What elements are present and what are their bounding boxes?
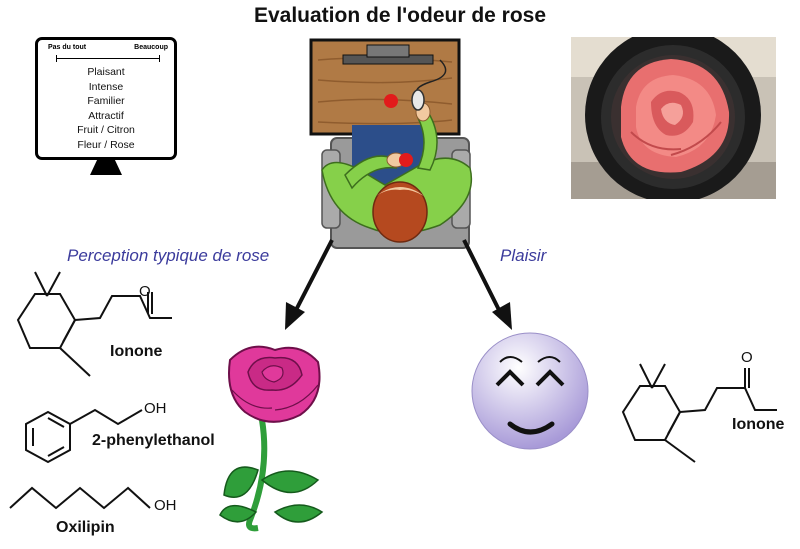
arrow-down-left-icon	[293, 239, 334, 313]
monitor-stand	[90, 160, 122, 175]
attribute-list: Plaisant Intense Familier Attractif Frui…	[38, 65, 174, 152]
oxygen-label: O	[741, 349, 753, 366]
branch-label-right: Plaisir	[500, 246, 547, 265]
hydroxyl-label: OH	[144, 400, 167, 417]
page-title: Evaluation de l'odeur de rose	[253, 4, 547, 27]
scale-max-label: Beaucoup	[134, 44, 168, 51]
molecule-label-ionone-left: Ionone	[110, 343, 163, 360]
arrow-down-right-icon	[462, 239, 502, 313]
attribute-item: Familier	[87, 95, 125, 107]
rose-flower-icon	[219, 345, 324, 532]
chair-icon	[330, 137, 470, 249]
molecule-label-ionone-right: Ionone	[732, 416, 785, 433]
attribute-item: Plaisant	[87, 66, 125, 78]
attribute-item: Fruit / Citron	[77, 124, 135, 136]
rose-photo	[571, 37, 776, 199]
oxygen-label: O	[139, 283, 151, 300]
attribute-item: Intense	[88, 80, 124, 93]
ionone-structure-right	[621, 363, 777, 463]
mouse-icon	[411, 89, 425, 111]
attribute-item: Attractif	[88, 109, 124, 122]
rating-screen: Pas du tout Beaucoup Plaisant Intense Fa…	[35, 37, 177, 160]
branch-label-left: Perception typique de rose	[67, 246, 270, 265]
computer-monitor-icon: Pas du tout Beaucoup Plaisant Intense Fa…	[35, 37, 177, 177]
hydroxyl-label: OH	[154, 497, 177, 514]
rating-scale-line	[56, 55, 160, 62]
molecule-label-phenylethanol: 2-phenylethanol	[92, 432, 215, 449]
red-dot-icon	[399, 153, 413, 167]
red-dot-icon	[384, 94, 398, 108]
smiley-face-icon	[471, 332, 589, 450]
oxilipin-structure	[9, 486, 151, 510]
attribute-item: Fleur / Rose	[77, 138, 135, 151]
desk-icon	[309, 38, 461, 136]
molecule-label-oxilipin: Oxilipin	[56, 519, 115, 536]
scale-min-label: Pas du tout	[48, 44, 87, 51]
